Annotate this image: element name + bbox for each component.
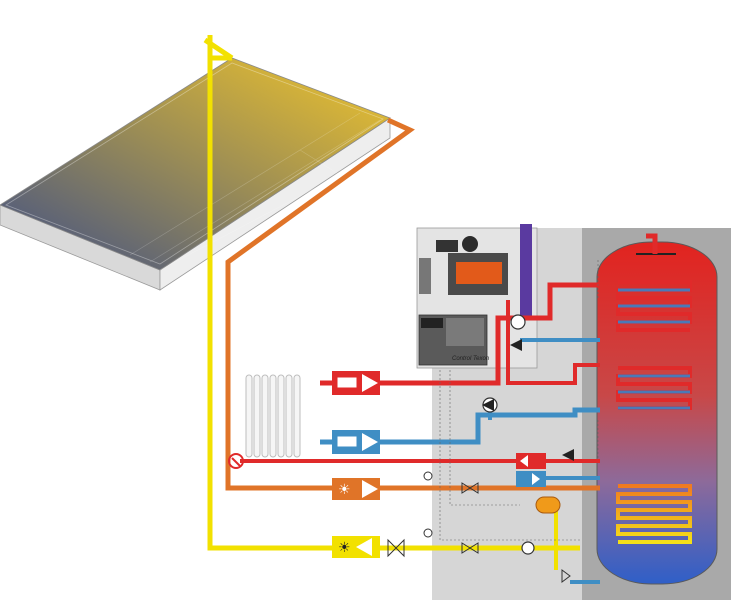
heating-flow-arrow-icon (332, 371, 380, 395)
valves (387, 471, 571, 583)
heating-return-arrow-icon (332, 430, 380, 454)
boiler-panel-caption: Control Texon (452, 356, 490, 362)
expansion-vessel-icon (535, 496, 561, 514)
heating-return-pipe (320, 407, 600, 445)
solar-flow-arrow-icon: ☀ (332, 478, 380, 500)
solar-collector-icon (0, 57, 391, 291)
circulating-pump-icon (482, 314, 535, 555)
dhw-arrow-boxes (516, 453, 546, 487)
mixing-valve-icon (482, 339, 574, 461)
heat-exchanger-coil-icon (616, 280, 692, 544)
solar-return-arrow-icon: ☀ (332, 536, 380, 558)
hot-water-tap-icon (228, 453, 244, 469)
radiator-icon (245, 374, 301, 458)
svg-text:☀: ☀ (338, 482, 351, 498)
svg-text:☀: ☀ (338, 540, 351, 556)
